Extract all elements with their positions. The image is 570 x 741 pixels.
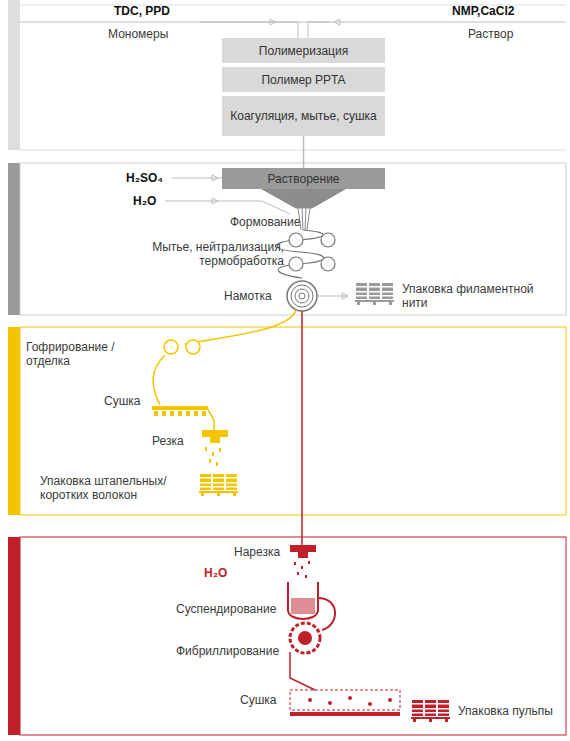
fibrillator-wheel — [290, 623, 320, 690]
suspension-tank — [288, 582, 335, 630]
step-label: H₂O — [204, 566, 227, 580]
cutter-icon — [290, 545, 316, 578]
box-text: Полимеризация — [259, 44, 348, 58]
step-label: Мономеры — [108, 27, 168, 41]
step-label: Гофрирование / отделка — [26, 340, 161, 368]
arrow-head — [212, 175, 218, 181]
band-border — [20, 150, 566, 151]
arrow-head — [342, 293, 348, 299]
box-text: Полимер PPTA — [261, 73, 345, 87]
feed-line — [172, 178, 222, 179]
step-label: Резка — [152, 434, 184, 448]
step-label: Упаковка штапельных/ коротких волокон — [40, 474, 192, 502]
band-bar — [8, 537, 20, 735]
spool — [287, 281, 317, 311]
pallet-icon — [411, 700, 450, 722]
step-label: Формование — [230, 215, 300, 229]
fiber-line — [207, 408, 214, 430]
step-label: Упаковка филаментной нити — [402, 282, 557, 310]
feed-line — [318, 296, 348, 297]
process-box: Растворение — [222, 168, 385, 189]
rollers — [277, 230, 335, 278]
fiber-line — [185, 310, 296, 344]
feed-line — [200, 22, 298, 38]
arrow-head — [334, 19, 340, 25]
step-label: Упаковка пульпы — [458, 704, 553, 718]
dryer-icon — [152, 406, 208, 416]
pallet-icon — [199, 474, 238, 496]
step-label: Суспендирование — [176, 602, 276, 616]
band-border — [20, 327, 566, 515]
feed-line — [165, 201, 290, 214]
step-label: H₂O — [133, 194, 156, 208]
fiber-line — [301, 311, 303, 545]
box-text: Растворение — [267, 172, 339, 186]
arrow-head — [270, 19, 276, 25]
feed-line — [308, 22, 330, 38]
box-text: Коагуляция, мытье, сушка — [230, 109, 376, 123]
process-box: Коагуляция, мытье, сушка — [222, 96, 385, 136]
step-label: Намотка — [224, 289, 272, 303]
dryer-icon — [290, 690, 400, 716]
band-bar — [8, 0, 20, 150]
cutter-icon — [202, 430, 228, 466]
step-label: NMP,CaCl2 — [452, 4, 514, 18]
step-label: Нарезка — [234, 545, 280, 559]
step-label: Раствор — [468, 27, 513, 41]
band-bar — [8, 163, 20, 315]
band-bar — [8, 327, 20, 515]
step-label: Сушка — [240, 693, 276, 707]
process-box: Полимер PPTA — [222, 67, 385, 92]
step-label: H₂SO₄ — [126, 171, 163, 185]
connector — [303, 136, 304, 168]
process-box: Полимеризация — [222, 38, 385, 63]
step-label: Мытье, нейтрализация, термобработка — [124, 240, 284, 268]
step-label: TDC, PPD — [114, 4, 170, 18]
band-border — [20, 163, 566, 315]
step-label: Сушка — [104, 394, 140, 408]
crimp-rollers — [153, 340, 200, 405]
band-border — [20, 537, 566, 735]
arrow-head — [212, 198, 218, 204]
pallet-icon — [355, 283, 394, 305]
step-label: Фибриллирование — [176, 644, 279, 658]
